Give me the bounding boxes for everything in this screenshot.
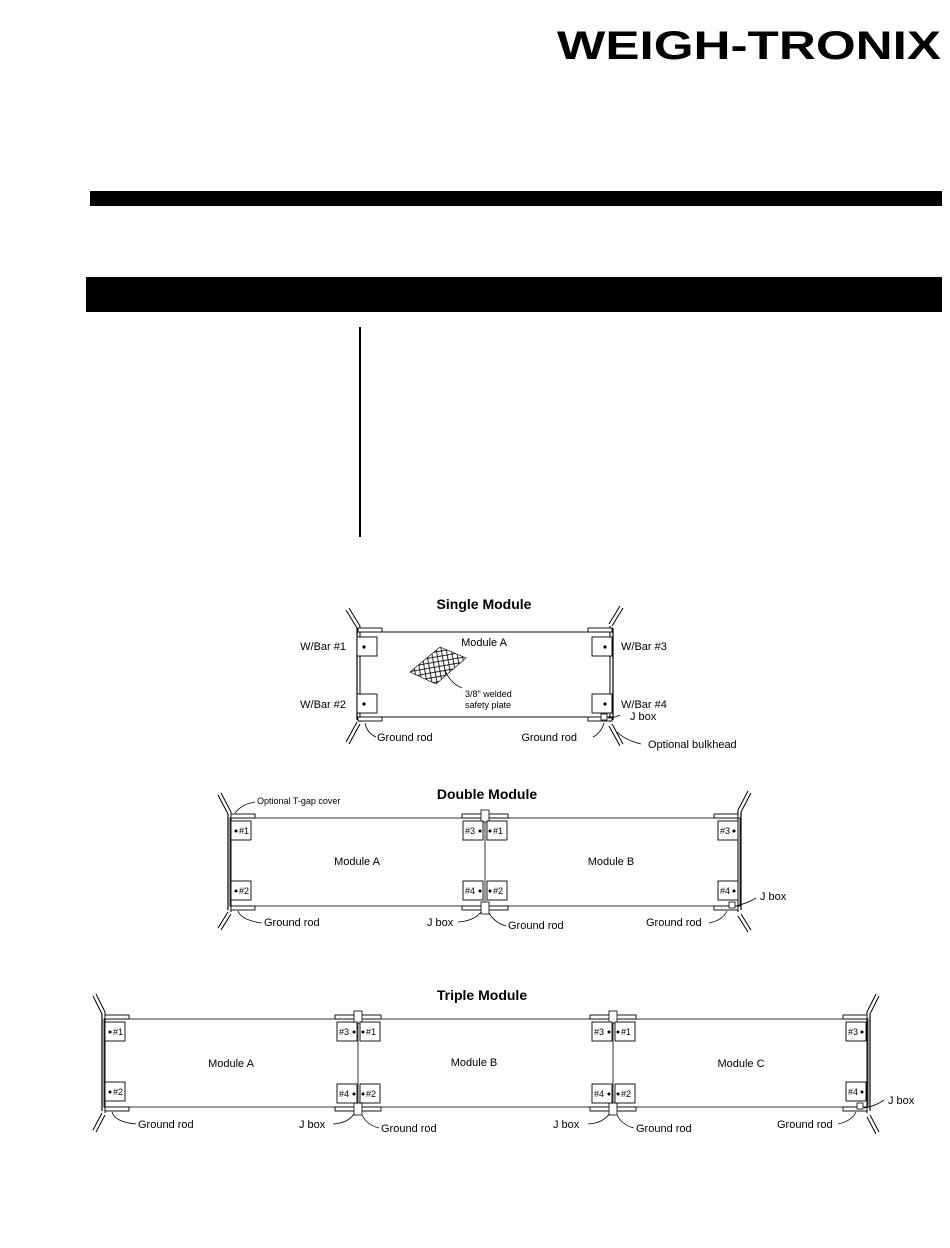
section-heading-band [86,277,942,312]
triple-module-a-label: Module A [208,1058,255,1070]
double-end-right [713,790,752,933]
double-jbox-mid-label: J box [427,917,454,929]
double-ground-rod-mid-label: Ground rod [508,920,564,932]
svg-text:#1: #1 [366,1027,376,1037]
single-weigh-bar-2 [356,693,378,714]
logo-text: WEIGH-TRONIX [557,24,941,66]
single-jbox-label: J box [630,711,657,723]
svg-text:#4: #4 [465,886,475,896]
svg-text:#2: #2 [621,1089,631,1099]
column-divider [359,327,361,537]
triple-jbox-3-label: J box [888,1095,915,1107]
double-module-a-label: Module A [334,856,381,868]
triple-end-right [842,993,880,1135]
triple-module-deck [103,1018,869,1108]
double-joint-hardware [461,809,509,915]
svg-text:#3: #3 [720,826,730,836]
triple-ground-rod-3-label: Ground rod [636,1123,692,1135]
triple-joint-ab-hardware [334,1010,382,1116]
double-jbox-right-label: J box [760,891,787,903]
svg-text:#4: #4 [594,1089,604,1099]
triple-box-a4: #4 [336,1083,358,1104]
single-module-a-label: Module A [461,637,508,649]
double-module-b-label: Module B [588,856,634,868]
safety-plate-label-1: 3/8" welded [465,689,512,699]
triple-box-a1: #1 [104,1021,126,1042]
triple-box-a2: #2 [104,1081,126,1102]
safety-plate-mesh [409,646,467,685]
double-module-title: Double Module [437,786,538,802]
svg-text:#3: #3 [848,1027,858,1037]
double-box-a3: #3 [462,820,484,841]
single-weigh-bar-4 [591,693,613,714]
svg-text:#2: #2 [366,1089,376,1099]
triple-jbox-2-label: J box [553,1119,580,1131]
svg-text:#1: #1 [493,826,503,836]
double-box-b4: #4 [717,880,739,901]
triple-ground-rod-4-label: Ground rod [777,1119,833,1131]
double-end-left [217,792,256,931]
double-box-a2: #2 [230,880,252,901]
weigh-tronix-logo: WEIGH-TRONIX [557,24,941,66]
optional-bulkhead-label: Optional bulkhead [648,739,737,751]
svg-text:#2: #2 [493,886,503,896]
svg-text:#4: #4 [339,1089,349,1099]
wbar-4-label: W/Bar #4 [621,699,667,711]
single-module-diagram: Single Module [300,596,737,751]
svg-text:#4: #4 [848,1087,858,1097]
triple-end-left [92,993,130,1133]
triple-ground-rod-2-label: Ground rod [381,1123,437,1135]
single-ground-rod-left-label: Ground rod [377,732,433,744]
triple-box-a3: #3 [336,1021,358,1042]
svg-text:#1: #1 [239,826,249,836]
triple-box-c3: #3 [845,1021,867,1042]
triple-module-c-label: Module C [717,1058,764,1070]
double-box-b1: #1 [486,820,508,841]
double-ground-rod-right-label: Ground rod [646,917,702,929]
triple-box-c1: #1 [614,1021,636,1042]
double-box-b2: #2 [486,880,508,901]
header-rule [90,191,942,206]
double-box-a4: #4 [462,880,484,901]
triple-jbox-1-label: J box [299,1119,326,1131]
triple-box-c2: #2 [614,1083,636,1104]
triple-module-b-label: Module B [451,1057,497,1069]
triple-box-b3: #3 [591,1021,613,1042]
svg-text:#2: #2 [239,886,249,896]
triple-box-b4: #4 [591,1083,613,1104]
svg-text:#2: #2 [113,1087,123,1097]
safety-plate-label-2: safety plate [465,700,511,710]
double-box-b3: #3 [717,820,739,841]
svg-text:#1: #1 [621,1027,631,1037]
svg-text:#3: #3 [339,1027,349,1037]
tgap-cover-label: Optional T-gap cover [257,796,340,806]
single-module-title: Single Module [437,596,532,612]
wbar-3-label: W/Bar #3 [621,641,667,653]
single-ground-rod-right-label: Ground rod [521,732,577,744]
svg-text:#4: #4 [720,886,730,896]
svg-text:#3: #3 [594,1027,604,1037]
svg-text:#1: #1 [113,1027,123,1037]
triple-joint-bc-hardware [589,1010,637,1116]
triple-box-b2: #2 [359,1083,381,1104]
wbar-1-label: W/Bar #1 [300,641,346,653]
single-end-right [587,605,624,747]
double-module-diagram: Double Module Optional T-gap cover [217,786,787,933]
double-ground-rod-left-label: Ground rod [264,917,320,929]
single-weigh-bar-3 [591,636,613,657]
triple-ground-rod-1-label: Ground rod [138,1119,194,1131]
single-end-left [345,607,383,745]
svg-text:#3: #3 [465,826,475,836]
double-box-a1: #1 [230,820,252,841]
wbar-2-label: W/Bar #2 [300,699,346,711]
single-weigh-bar-1 [356,636,378,657]
triple-box-c4: #4 [845,1081,867,1102]
triple-module-diagram: Triple Module [92,987,915,1135]
triple-module-title: Triple Module [437,987,527,1003]
triple-box-b1: #1 [359,1021,381,1042]
